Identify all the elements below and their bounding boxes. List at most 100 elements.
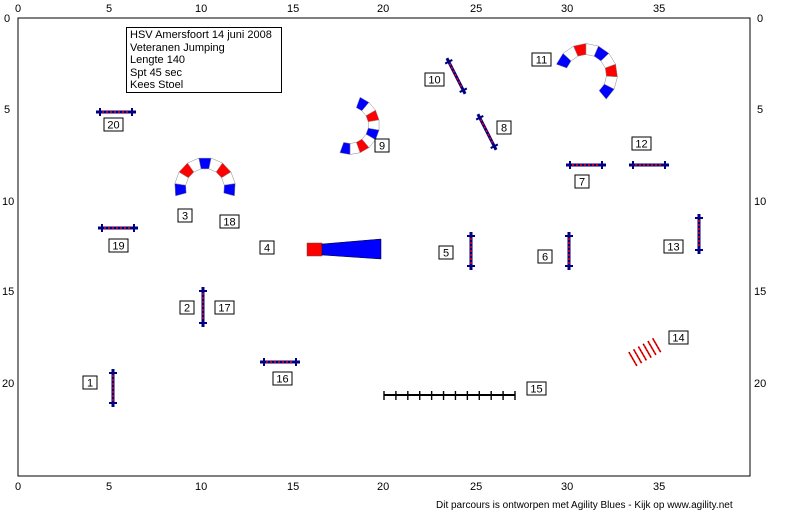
hurdle-wing [490, 143, 499, 149]
x-tick-top: 5 [106, 3, 112, 15]
x-tick-bottom: 10 [195, 481, 207, 493]
chute-entry [306, 242, 323, 257]
label-box [259, 240, 275, 255]
hurdle-stripes [449, 63, 463, 89]
label-number: 14 [672, 333, 684, 345]
x-tick-bottom: 30 [561, 481, 573, 493]
weave-poles-15 [383, 391, 516, 400]
label-box [531, 52, 552, 67]
tunnel-segment [174, 183, 187, 197]
course-info-box: HSV Amersfoort 14 juni 2008 Veteranen Ju… [126, 27, 282, 93]
label-number: 13 [667, 242, 679, 254]
label-box [272, 371, 293, 386]
label-number: 18 [223, 217, 235, 229]
info-line-time: Spt 45 sec [130, 66, 182, 79]
label-box [438, 245, 454, 260]
hurdle-stripes [480, 119, 494, 145]
obstacles [96, 43, 703, 407]
label-number: 17 [218, 303, 230, 315]
y-tick-left: 15 [2, 286, 14, 298]
obstacle-14-marks [647, 340, 657, 356]
y-tick-left: 5 [4, 104, 10, 116]
label-box [219, 214, 240, 229]
hurdle-20 [96, 108, 136, 116]
tunnel-11 [556, 43, 618, 100]
x-tick-top: 10 [195, 3, 207, 15]
label-number: 7 [579, 177, 585, 189]
y-tick-left: 20 [2, 378, 14, 390]
hurdle-wing [444, 59, 453, 65]
label-number: 10 [428, 75, 440, 87]
label-box [177, 208, 193, 223]
label-number: 9 [379, 141, 385, 153]
label-box [214, 300, 235, 315]
hurdle-7 [566, 161, 606, 169]
tunnel-segment [223, 183, 236, 197]
x-tick-top: 25 [470, 3, 482, 15]
hurdle-8 [475, 113, 499, 151]
label-box [424, 72, 445, 87]
label-box [631, 136, 652, 151]
obstacle-14-marks [633, 349, 642, 364]
x-axis-bottom: 0 5 10 15 20 25 30 35 [15, 481, 665, 493]
hurdle-6 [565, 232, 573, 270]
hurdle-wing [475, 115, 484, 121]
label-box [374, 138, 390, 153]
label-box [108, 238, 129, 253]
tunnel-3-18 [174, 157, 236, 197]
x-tick-top: 20 [377, 3, 389, 15]
label-number: 4 [264, 243, 270, 255]
y-tick-right: 10 [754, 196, 766, 208]
label-number: 11 [536, 55, 547, 67]
x-tick-bottom: 15 [287, 481, 299, 493]
hurdle-13 [695, 214, 703, 254]
label-box [537, 249, 553, 264]
hurdle-5 [467, 232, 475, 270]
obstacle-14-marks [638, 346, 647, 361]
obstacle-14 [628, 337, 662, 367]
hurdle-2-17 [199, 287, 207, 327]
label-box [526, 381, 547, 396]
hurdle-1 [109, 369, 117, 407]
y-tick-right: 15 [754, 286, 766, 298]
label-box [663, 239, 684, 254]
label-number: 8 [501, 123, 507, 135]
chute-cloth [321, 238, 382, 260]
x-tick-top: 30 [561, 3, 573, 15]
label-number: 20 [107, 120, 119, 132]
label-number: 5 [443, 248, 449, 260]
footer-credit: Dit parcours is ontworpen met Agility Bl… [436, 500, 733, 511]
x-tick-bottom: 25 [470, 481, 482, 493]
x-tick-bottom: 5 [106, 481, 112, 493]
x-tick-bottom: 20 [377, 481, 389, 493]
label-box [103, 117, 124, 132]
x-tick-top: 15 [287, 3, 299, 15]
label-box [179, 300, 195, 315]
y-tick-left: 0 [4, 13, 10, 25]
label-number: 1 [87, 378, 93, 390]
x-tick-top: 35 [653, 3, 665, 15]
label-number: 3 [182, 211, 188, 223]
y-tick-right: 0 [757, 13, 763, 25]
label-number: 2 [184, 303, 190, 315]
y-tick-right: 5 [757, 104, 763, 116]
x-axis-top: 0 5 10 15 20 25 30 35 [15, 3, 665, 15]
y-tick-left: 10 [2, 196, 14, 208]
course-frame [17, 17, 751, 477]
label-number: 16 [276, 374, 288, 386]
y-tick-right: 20 [754, 378, 766, 390]
obstacle-14-marks [642, 343, 652, 358]
x-tick-bottom: 35 [653, 481, 665, 493]
y-axis-left: 0 5 10 15 20 [2, 13, 14, 390]
hurdle-12 [629, 161, 669, 169]
tunnel-segment [339, 142, 351, 155]
hurdle-wing [459, 87, 468, 93]
label-box [496, 120, 512, 135]
x-tick-bottom: 0 [15, 481, 21, 493]
x-tick-top: 0 [15, 3, 21, 15]
tunnel-segment [598, 83, 615, 100]
obstacle-14-marks [652, 338, 661, 353]
